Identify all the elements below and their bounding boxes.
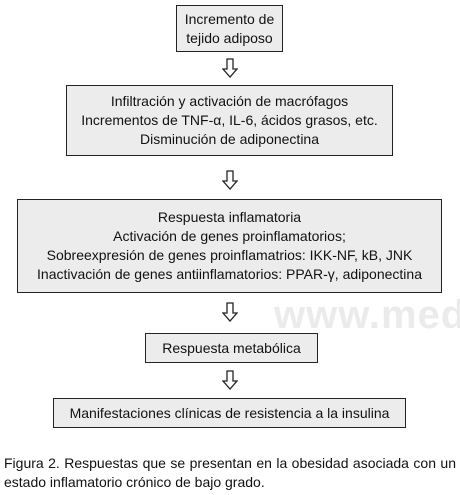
box-macrophage-infiltration: Infiltración y activación de macrófagos … [66,85,393,156]
box-3-line-1: Respuesta inflamatoria [157,209,302,225]
box-3-line-2: Activación de genes proinflamatorios; [113,228,346,244]
box-2-line-1: Infiltración y activación de macrófagos [110,93,349,109]
figure-caption-text: Respuestas que se presentan en la obesid… [4,455,456,490]
figure-caption: Figura 2. Respuestas que se presentan en… [4,454,456,492]
box-3-line-4: Inactivación de genes antiinflamatorios:… [37,266,422,282]
box-5-line-1: Manifestaciones clínicas de resistencia … [69,404,390,421]
box-3-line-3: Sobreexpresión de genes proinflamatrios:… [46,247,413,263]
box-inflammatory-response: Respuesta inflamatoria Activación de gen… [17,199,442,293]
down-arrow-icon [222,58,238,78]
box-insulin-resistance: Manifestaciones clínicas de resistencia … [53,398,406,428]
down-arrow-icon [222,170,238,190]
box-increased-adipose-tissue: Incremento de tejido adiposo [176,5,283,52]
figure-label: Figura 2. [4,455,60,471]
down-arrow-icon [222,302,238,322]
box-metabolic-response: Respuesta metabólica [145,333,318,363]
box-2-line-2: Incrementos de TNF-α, IL-6, ácidos graso… [81,112,378,128]
watermark: www.medigraphic [274,293,460,337]
down-arrow-icon [222,370,238,390]
box-1-line-2: tejido adiposo [186,29,273,46]
box-2-line-3: Disminución de adiponectina [140,131,319,147]
box-4-line-1: Respuesta metabólica [162,339,301,356]
box-1-line-1: Incremento de [184,10,275,27]
